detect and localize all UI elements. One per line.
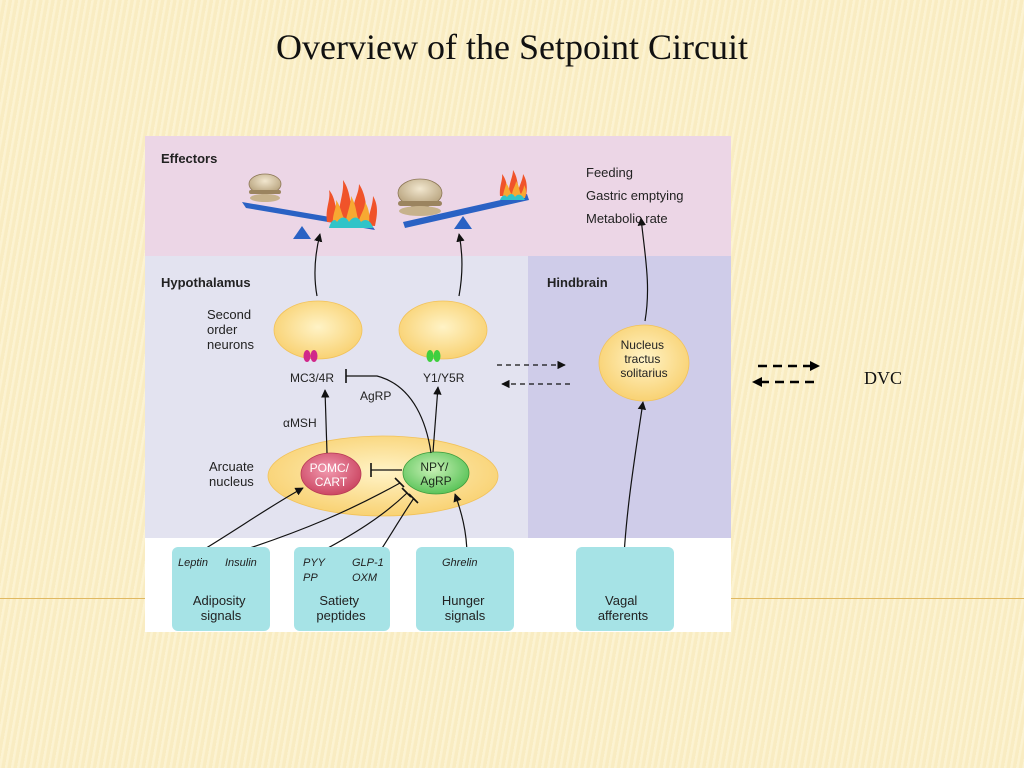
adiposity-signals-box: Leptin Insulin Adiposity signals [172,547,270,631]
burger-icon [397,178,443,216]
slide-title: Overview of the Setpoint Circuit [276,27,748,67]
hormone-oxm: OXM [352,572,378,584]
dvc-label: DVC [864,368,903,388]
hormone-pp: PP [303,572,318,584]
output-feeding: Feeding [586,165,633,180]
setpoint-circuit-diagram: Effectors Hypothalamus Hindbrain Feeding… [145,136,731,632]
adiposity-signals-label: Adiposity signals [193,593,249,623]
agrp-label: AgRP [360,389,391,403]
satiety-peptides-label: Satiety peptides [316,593,366,623]
hormone-pyy: PYY [303,557,326,569]
vagal-afferents-label: Vagal afferents [598,593,649,623]
output-metabolic-rate: Metabolic rate [586,211,668,226]
hunger-signals-label: Hunger signals [442,593,488,623]
hormone-glp1: GLP-1 [352,557,384,569]
y1-y5r-receptor [426,350,441,362]
flame-icon [326,180,377,228]
pomc-cart-label: POMC/ CART [310,461,353,489]
nucleus-tractus-solitarius [598,324,690,402]
dvc-bidirectional-arrows [752,361,820,387]
effectors-label: Effectors [161,151,217,166]
arcuate-label: Arcuate nucleus [209,459,257,489]
pomc-cart-neuron [300,452,362,496]
burger-icon [248,173,282,202]
second-order-label: Second order neurons [207,307,255,352]
npy-agrp-neuron [402,451,470,495]
receptor-mc3-4r: MC3/4R [290,371,334,385]
receptor-y1-y5r: Y1/Y5R [423,371,465,385]
balance-scale-left [242,173,377,239]
hindbrain-label: Hindbrain [547,275,608,290]
mc4r-receptor [303,350,318,362]
hormone-ghrelin: Ghrelin [442,557,477,569]
second-order-neuron-right [398,300,488,360]
second-order-neuron-left [273,300,363,360]
flame-icon [499,170,527,200]
amsh-label: αMSH [283,416,317,430]
vagal-afferents-box: Vagal afferents [576,547,674,631]
satiety-peptides-box: PYY GLP-1 PP OXM Satiety peptides [294,547,390,631]
output-gastric-emptying: Gastric emptying [586,188,684,203]
hypothalamus-label: Hypothalamus [161,275,251,290]
hormone-leptin: Leptin [178,557,208,569]
hormone-insulin: Insulin [225,557,257,569]
npy-agrp-label: NPY/ AgRP [420,460,451,488]
hunger-signals-box: Ghrelin Hunger signals [416,547,514,631]
nts-label: Nucleus tractus solitarius [620,338,667,380]
balance-scale-right [397,170,529,229]
